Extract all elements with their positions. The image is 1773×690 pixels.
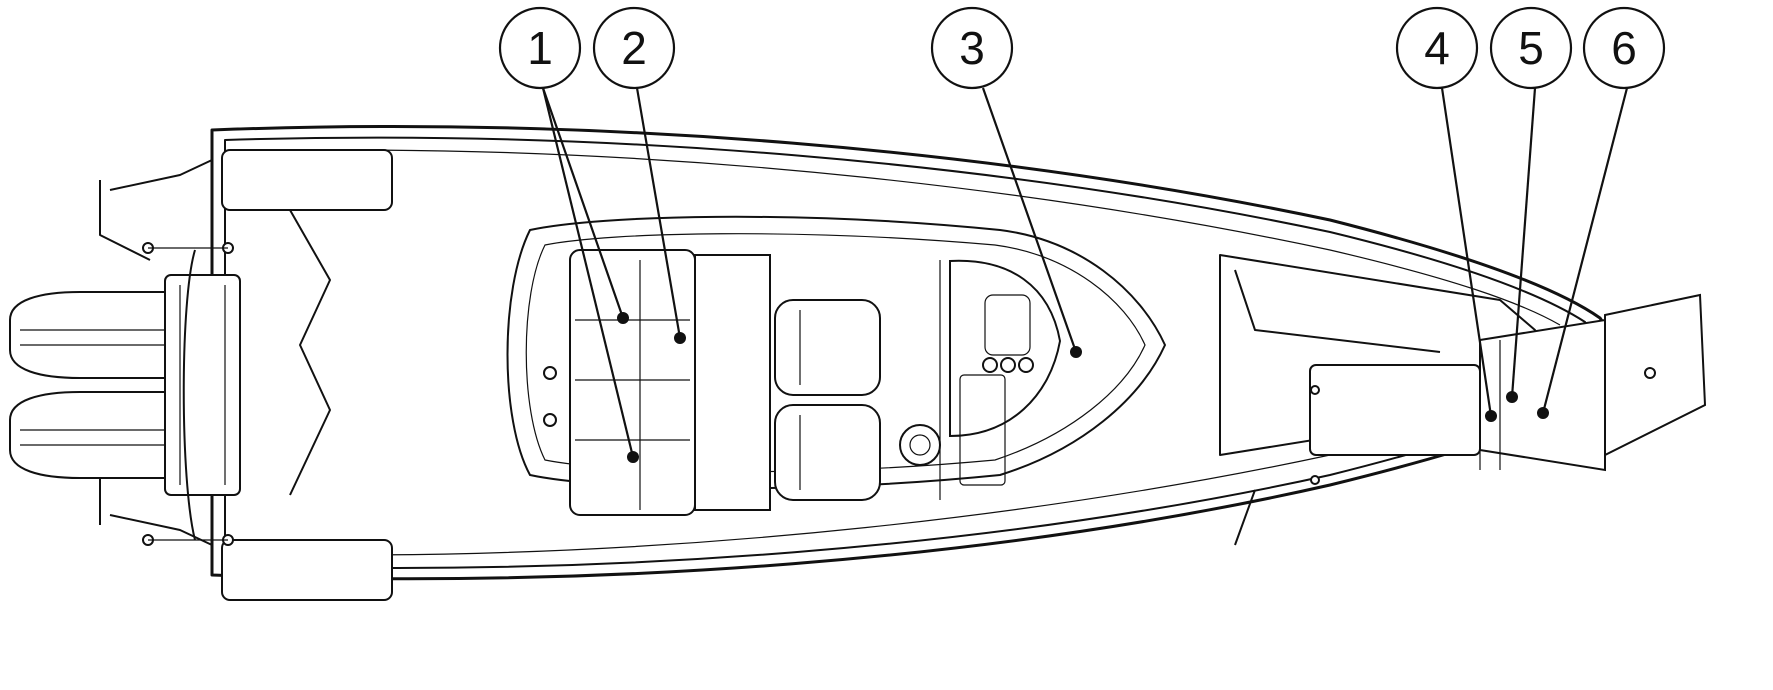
leader-1a <box>541 87 625 319</box>
hull-outline <box>99 125 1610 601</box>
callout-5: 5 <box>1489 6 1573 90</box>
callout-4: 4 <box>1395 6 1479 90</box>
callout-6-label: 6 <box>1611 22 1637 74</box>
leader-lines <box>541 87 1629 458</box>
callout-6: 6 <box>1582 6 1666 90</box>
leader-4 <box>1440 87 1493 417</box>
bow-deck-area <box>1219 254 1707 546</box>
helm-console <box>899 259 1062 500</box>
callout-3-label: 3 <box>959 22 985 74</box>
leader-5 <box>1510 87 1537 398</box>
callout-4-label: 4 <box>1424 22 1450 74</box>
outboard-engines <box>9 242 241 546</box>
callout-2-label: 2 <box>621 22 647 74</box>
callout-3: 3 <box>930 6 1014 90</box>
callout-1: 1 <box>498 6 582 90</box>
leader-2 <box>635 87 682 339</box>
leader-3 <box>981 87 1078 353</box>
leader-6 <box>1541 87 1629 414</box>
callout-2: 2 <box>592 6 676 90</box>
cockpit-area <box>506 215 1166 516</box>
helm-seats <box>774 299 881 501</box>
leader-1b <box>541 87 635 458</box>
callout-1-label: 1 <box>527 22 553 74</box>
callout-5-label: 5 <box>1518 22 1544 74</box>
rear-bench-seat <box>569 249 771 516</box>
